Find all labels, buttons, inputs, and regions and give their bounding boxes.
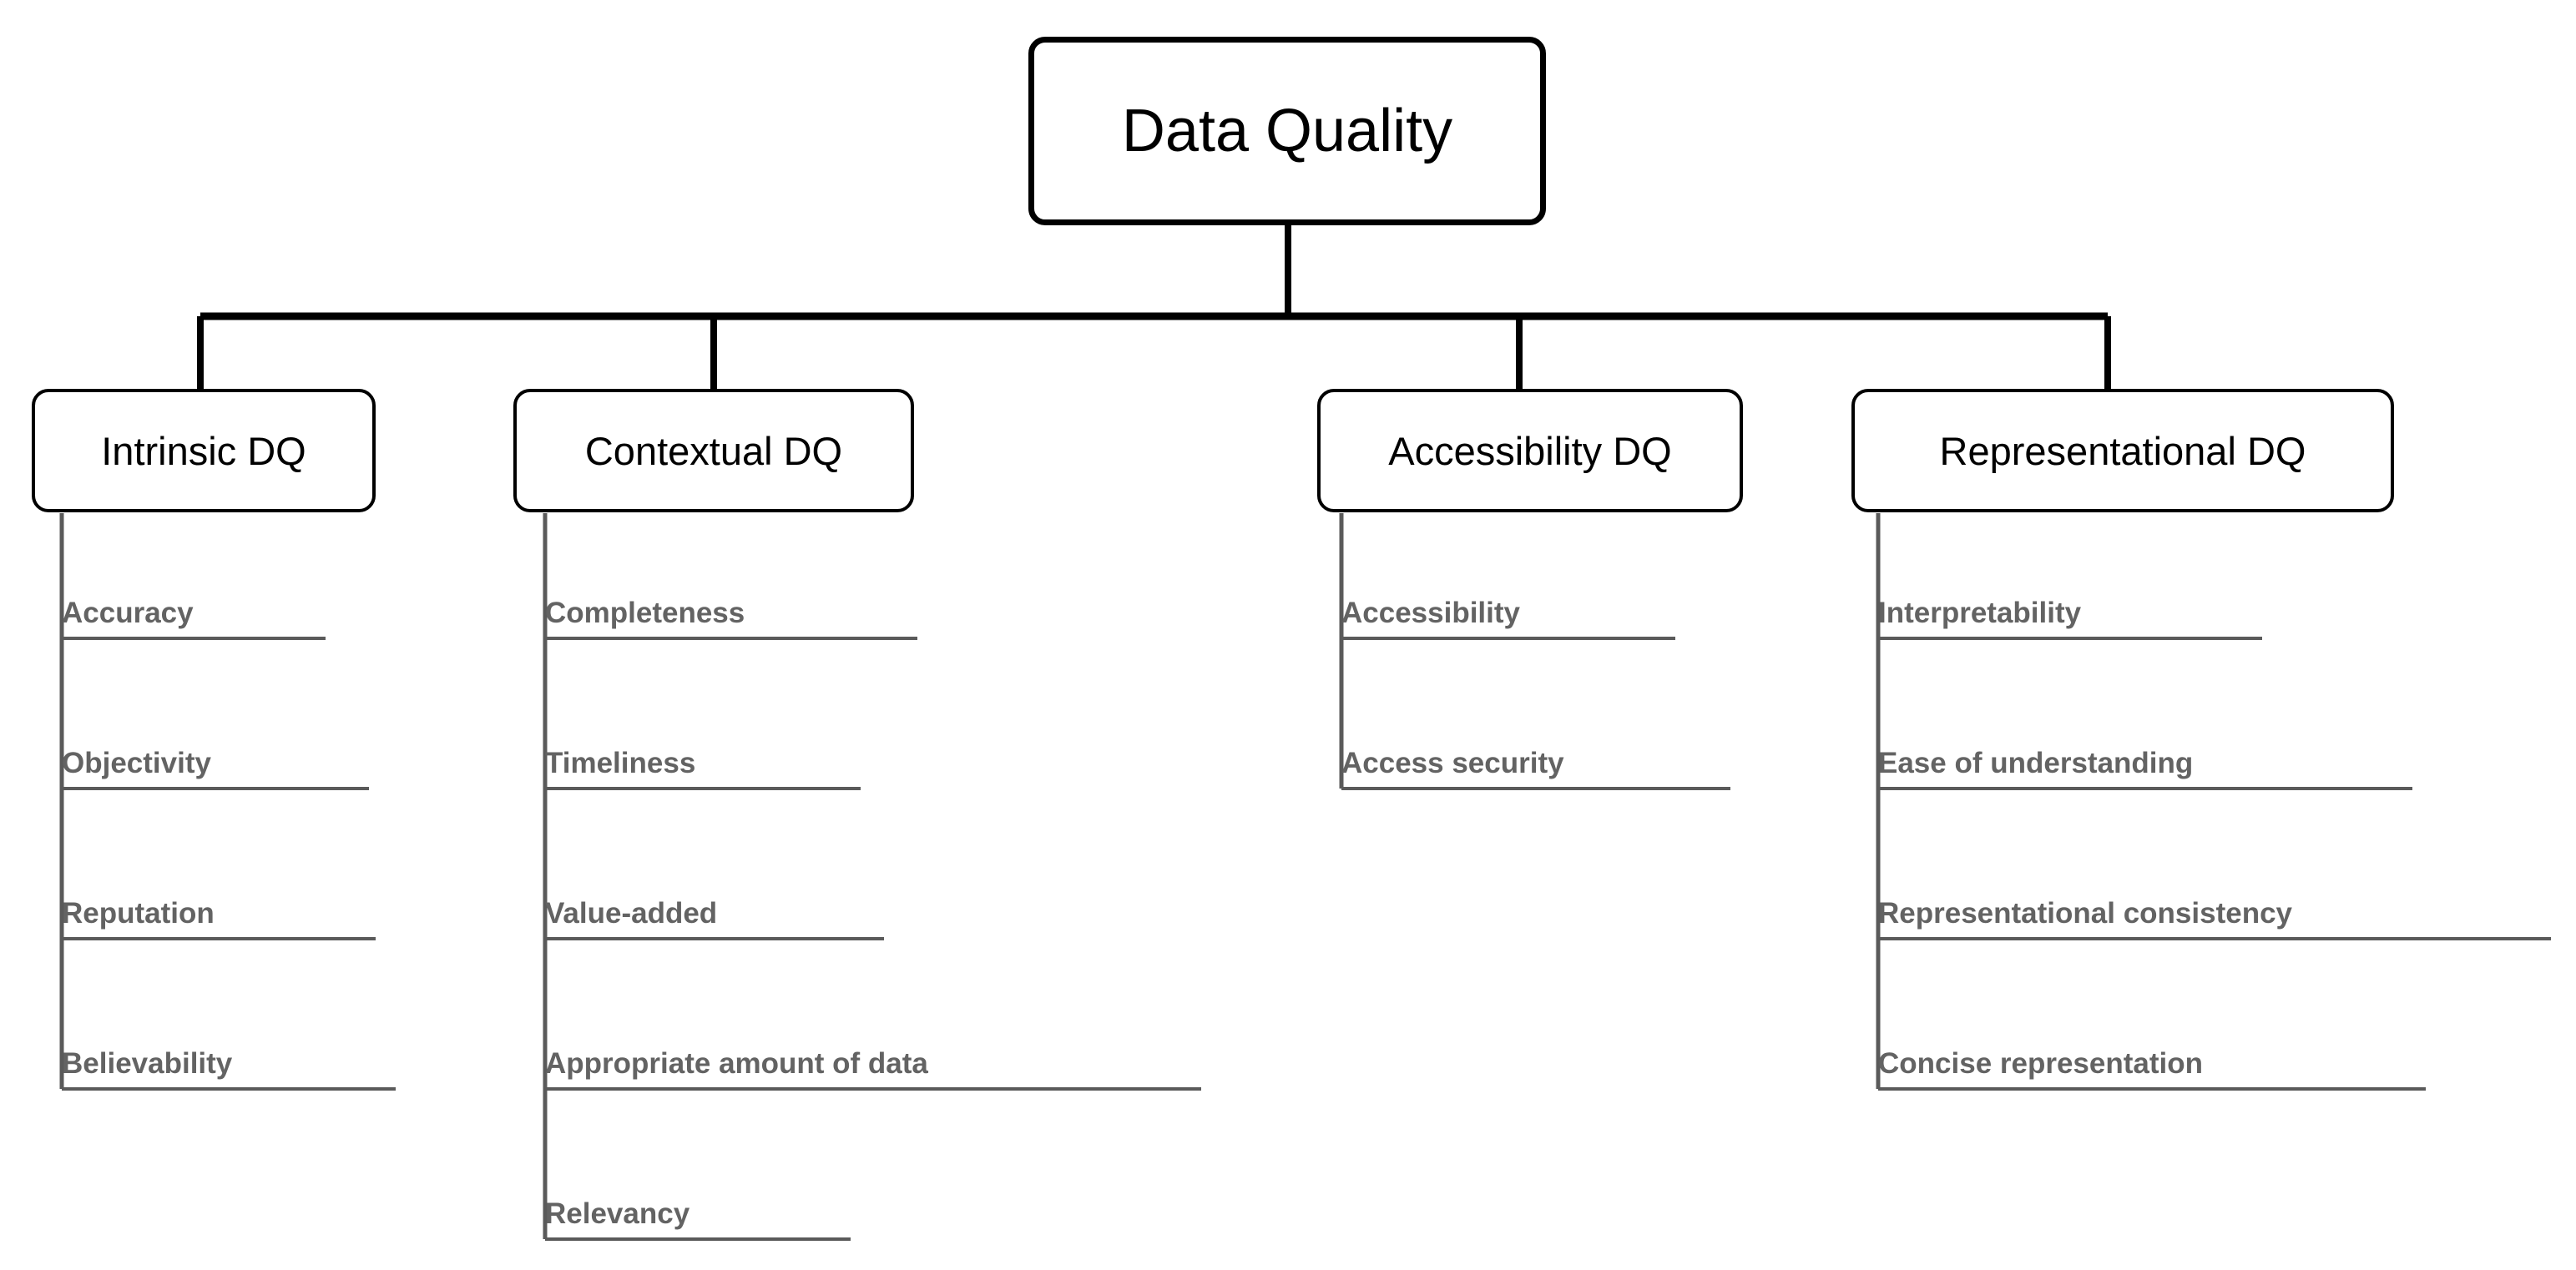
node-branch-label: Intrinsic DQ — [101, 428, 306, 473]
leaf-label: Timeliness — [545, 747, 696, 779]
leaf-item[interactable]: Access security — [1341, 708, 1730, 790]
leaf-item[interactable]: Concise representation — [1878, 1008, 2426, 1091]
node-branch-label: Accessibility DQ — [1388, 428, 1672, 473]
leaf-item[interactable]: Believability — [62, 1008, 396, 1091]
node-root-data-quality[interactable]: Data Quality — [1028, 37, 1546, 225]
leaf-label: Value-added — [545, 897, 718, 930]
node-branch-representational-dq[interactable]: Representational DQ — [1851, 389, 2394, 512]
leaf-label: Objectivity — [62, 747, 211, 779]
leaf-label: Interpretability — [1878, 597, 2082, 629]
leaf-item[interactable]: Relevancy — [545, 1158, 851, 1241]
leaf-item[interactable]: Value-added — [545, 858, 884, 940]
leaf-label: Appropriate amount of data — [545, 1047, 928, 1080]
leaf-item[interactable]: Appropriate amount of data — [545, 1008, 1201, 1091]
leaf-item[interactable]: Accessibility — [1341, 557, 1675, 640]
node-branch-intrinsic-dq[interactable]: Intrinsic DQ — [32, 389, 376, 512]
leaf-label: Reputation — [62, 897, 215, 930]
leaf-label: Accessibility — [1341, 597, 1520, 629]
leaf-item[interactable]: Objectivity — [62, 708, 369, 790]
leaf-label: Relevancy — [545, 1197, 690, 1230]
leaf-item[interactable]: Interpretability — [1878, 557, 2262, 640]
leaf-label: Ease of understanding — [1878, 747, 2194, 779]
node-branch-label: Contextual DQ — [584, 428, 843, 473]
leaf-item[interactable]: Ease of understanding — [1878, 708, 2412, 790]
node-root-label: Data Quality — [1121, 98, 1453, 164]
leaf-item[interactable]: Representational consistency — [1878, 858, 2551, 940]
leaf-label: Completeness — [545, 597, 745, 629]
leaf-label: Believability — [62, 1047, 233, 1080]
leaf-label: Access security — [1341, 747, 1564, 779]
leaf-label: Representational consistency — [1878, 897, 2292, 930]
node-branch-contextual-dq[interactable]: Contextual DQ — [513, 389, 914, 512]
leaf-item[interactable]: Timeliness — [545, 708, 861, 790]
leaf-item[interactable]: Accuracy — [62, 557, 326, 640]
node-branch-label: Representational DQ — [1939, 428, 2306, 473]
leaf-label: Accuracy — [62, 597, 194, 629]
leaf-label: Concise representation — [1878, 1047, 2203, 1080]
node-branch-accessibility-dq[interactable]: Accessibility DQ — [1317, 389, 1743, 512]
leaf-item[interactable]: Completeness — [545, 557, 917, 640]
leaf-item[interactable]: Reputation — [62, 858, 376, 940]
